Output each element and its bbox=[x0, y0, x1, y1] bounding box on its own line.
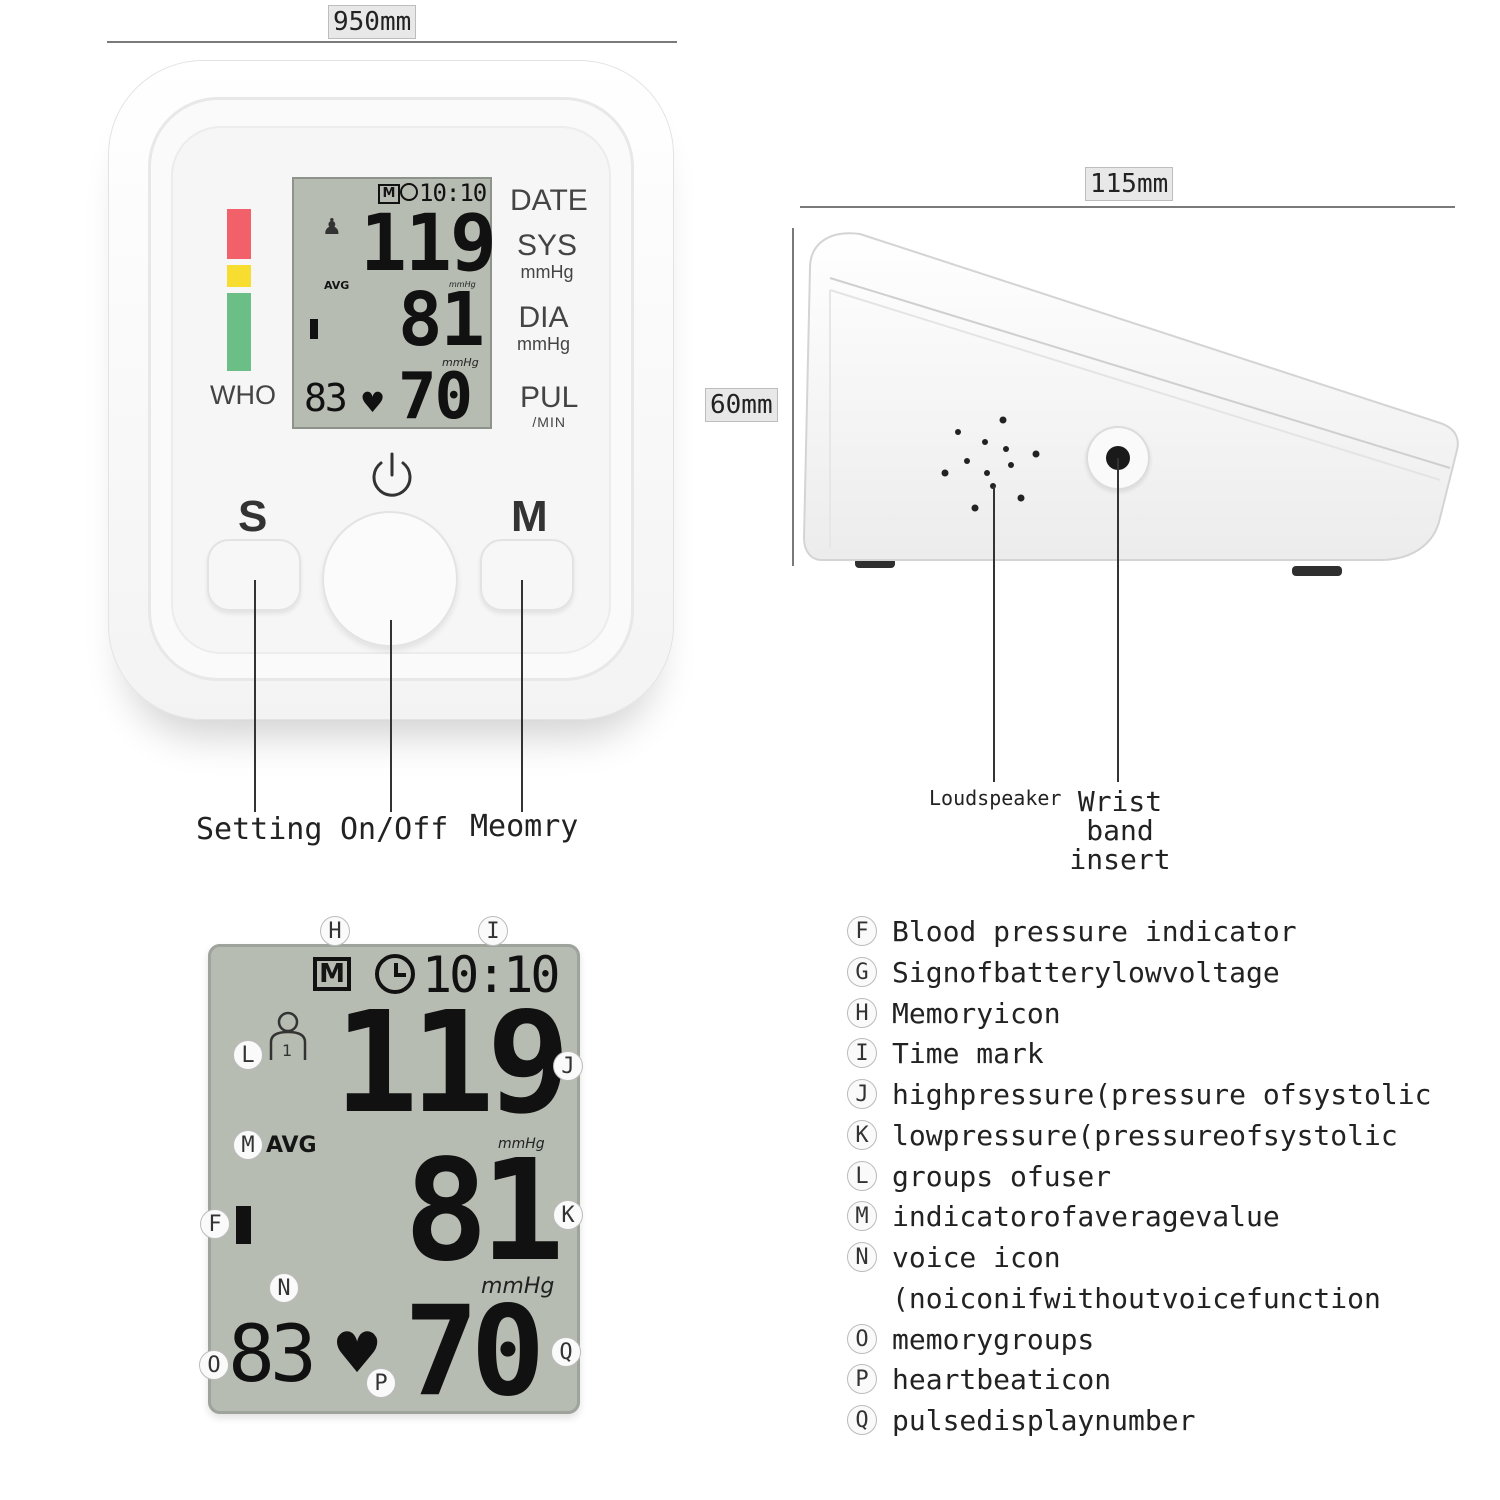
legend-text: memorygroups bbox=[892, 1323, 1095, 1356]
lcd-dia-value: 81 bbox=[398, 277, 485, 363]
big-lcd-unit-top: mmHg bbox=[498, 1136, 545, 1152]
legend-badge: M bbox=[847, 1201, 877, 1231]
big-lcd-pulse-value: 70 bbox=[404, 1280, 545, 1414]
who-label: WHO bbox=[210, 380, 276, 410]
lcd-detail-display: M 10:10 1 119 AVG mmHg 81 mmHg 83 ♥ 70 bbox=[208, 944, 580, 1414]
big-lcd-user-icon: 1 bbox=[269, 1011, 307, 1060]
length-dimension-label: 115mm bbox=[1085, 167, 1174, 201]
who-red-indicator bbox=[227, 209, 251, 259]
front-lcd-display: M 10:10 ♟ 119 AVG mmHg 81 mmHg 83 ♥ 70 bbox=[292, 177, 497, 434]
marker-n: N bbox=[269, 1273, 299, 1303]
m-button-label: M bbox=[511, 492, 548, 541]
legend-badge: H bbox=[847, 998, 877, 1028]
legend-text: voice icon bbox=[892, 1241, 1061, 1274]
lcd-memory-group: 83 bbox=[304, 376, 348, 420]
marker-l: L bbox=[233, 1040, 263, 1070]
memory-button[interactable] bbox=[480, 539, 574, 611]
legend-text: indicatorofaveragevalue bbox=[892, 1200, 1280, 1233]
legend-badge: P bbox=[847, 1364, 877, 1394]
lcd-unit-bottom: mmHg bbox=[442, 356, 479, 369]
s-button-label: S bbox=[238, 492, 268, 541]
legend-badge: L bbox=[847, 1161, 877, 1191]
height-dimension-label: 60mm bbox=[705, 388, 778, 422]
power-icon bbox=[372, 452, 412, 497]
legend-badge: G bbox=[847, 957, 877, 987]
legend-text: heartbeaticon bbox=[892, 1363, 1112, 1396]
lcd-unit-top: mmHg bbox=[449, 280, 476, 289]
loudspeaker-callout-line bbox=[993, 486, 995, 782]
memory-callout-line bbox=[521, 580, 523, 812]
memory-label: Meomry bbox=[470, 809, 579, 844]
setting-label: Setting bbox=[196, 812, 323, 847]
marker-q: Q bbox=[551, 1337, 581, 1367]
legend-text: lowpressure(pressureofsystolic bbox=[892, 1119, 1398, 1152]
legend-badge: Q bbox=[847, 1405, 877, 1435]
big-lcd-sys-value: 119 bbox=[334, 982, 571, 1145]
who-green-indicator bbox=[227, 293, 251, 371]
marker-o: O bbox=[199, 1350, 229, 1380]
big-lcd-clock-icon bbox=[375, 954, 415, 994]
legend-badge: K bbox=[847, 1120, 877, 1150]
lcd-heart-icon: ♥ bbox=[360, 386, 386, 419]
wrist-band-label: Wrist band insert bbox=[1069, 785, 1171, 876]
legend-text: highpressure(pressure ofsystolic bbox=[892, 1078, 1432, 1111]
svg-text:1: 1 bbox=[282, 1041, 292, 1060]
who-yellow-indicator bbox=[227, 265, 251, 287]
legend-badge: F bbox=[847, 916, 877, 946]
marker-p: P bbox=[366, 1368, 396, 1398]
lcd-memory-icon: M bbox=[378, 184, 400, 204]
onoff-callout-line bbox=[390, 620, 392, 812]
marker-i: I bbox=[478, 916, 508, 946]
legend-badge: O bbox=[847, 1324, 877, 1354]
label-date: DATE bbox=[510, 184, 588, 217]
big-lcd-memory-icon: M bbox=[313, 957, 351, 991]
length-dimension-line bbox=[800, 206, 1455, 208]
marker-m: M bbox=[233, 1130, 263, 1160]
marker-f: F bbox=[200, 1209, 230, 1239]
legend-badge: J bbox=[847, 1079, 877, 1109]
marker-h: H bbox=[320, 916, 350, 946]
legend-text: Blood pressure indicator bbox=[892, 915, 1297, 948]
height-dimension-line bbox=[792, 228, 794, 566]
setting-callout-line bbox=[254, 580, 256, 812]
marker-k: K bbox=[553, 1200, 583, 1230]
legend-text: groups ofuser bbox=[892, 1160, 1112, 1193]
lcd-time: 10:10 bbox=[419, 179, 487, 207]
marker-j: J bbox=[553, 1051, 583, 1081]
big-lcd-time: 10:10 bbox=[422, 946, 561, 1004]
width-dimension-label: 950mm bbox=[328, 5, 417, 39]
legend-text: Memoryicon bbox=[892, 997, 1061, 1030]
monitor-side-view bbox=[802, 232, 1459, 576]
legend-text: Signofbatterylowvoltage bbox=[892, 956, 1280, 989]
lcd-user-icon: ♟ bbox=[322, 215, 342, 240]
width-dimension-line bbox=[107, 41, 677, 43]
lcd-sys-value: 119 bbox=[360, 199, 497, 289]
loudspeaker-label: Loudspeaker bbox=[929, 786, 1062, 810]
legend-badge: N bbox=[847, 1242, 877, 1272]
big-lcd-memory-group: 83 bbox=[228, 1310, 317, 1400]
big-lcd-dia-value: 81 bbox=[404, 1130, 565, 1293]
lcd-avg-label: AVG bbox=[324, 279, 350, 292]
big-lcd-bp-bar bbox=[236, 1206, 251, 1244]
legend-text: (noiconifwithoutvoicefunction bbox=[892, 1282, 1381, 1315]
label-pul: PUL/MIN bbox=[520, 381, 579, 430]
legend-badge: I bbox=[847, 1038, 877, 1068]
onoff-label: On/Off bbox=[340, 812, 449, 847]
loudspeaker-grille bbox=[941, 416, 1040, 512]
legend-text: Time mark bbox=[892, 1037, 1044, 1070]
wrist-band-callout-line bbox=[1117, 458, 1119, 782]
legend-text: pulsedisplaynumber bbox=[892, 1404, 1196, 1437]
big-lcd-avg-label: AVG bbox=[266, 1133, 317, 1158]
lcd-clock-icon bbox=[400, 183, 418, 201]
big-lcd-unit-bottom: mmHg bbox=[481, 1274, 555, 1299]
lcd-pulse-value: 70 bbox=[398, 360, 473, 434]
lcd-bp-bar bbox=[310, 319, 318, 339]
